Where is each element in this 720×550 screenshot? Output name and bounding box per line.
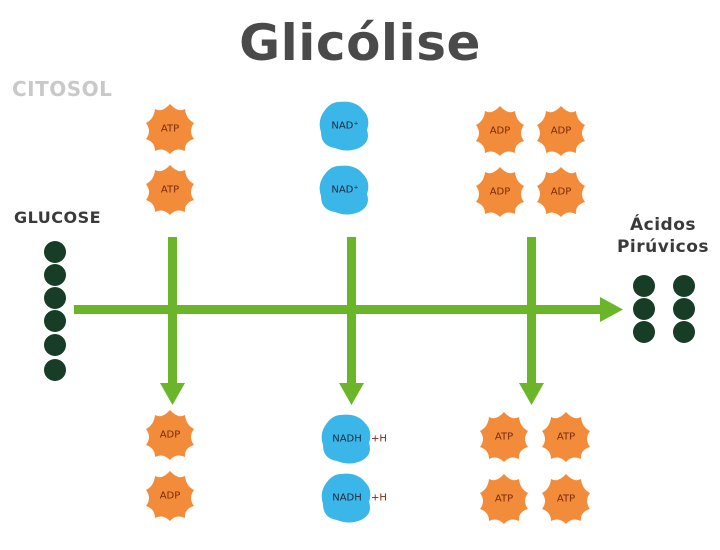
adp-blob-icon <box>537 106 585 156</box>
glucose-carbon <box>44 359 66 381</box>
molecule-label: ADP <box>490 187 511 198</box>
stage2-output-1: NADH +H <box>321 414 387 464</box>
stage2-arrow <box>339 237 364 405</box>
stage2-arrow-shaft <box>347 237 356 387</box>
molecule-label: ATP <box>161 124 179 135</box>
pyruvic-label-line-2: Pirúvicos <box>616 237 710 257</box>
molecule-label: NAD⁺ <box>331 185 358 196</box>
pyruvic-carbon <box>673 275 695 297</box>
stage3-output-2: ATP <box>542 412 590 462</box>
molecule-label: NADH <box>332 493 362 504</box>
page-title: Glicólise <box>239 14 481 72</box>
pyruvic-carbon <box>673 298 695 320</box>
nad-blob-icon <box>319 165 369 215</box>
hydrogen-label: +H <box>371 493 387 504</box>
main-arrow <box>74 297 623 322</box>
glucose-carbon <box>44 310 66 332</box>
stage1-input-2: ATP <box>146 165 194 215</box>
pyruvic-carbon <box>633 298 655 320</box>
molecule-label: ADP <box>551 126 572 137</box>
nadh-blob-icon <box>321 414 371 464</box>
atp-blob-icon <box>146 104 194 154</box>
pyruvic-chain-1 <box>633 275 655 343</box>
adp-blob-icon <box>476 106 524 156</box>
adp-blob-icon <box>146 471 194 521</box>
stage3-output-3: ATP <box>480 474 528 524</box>
atp-blob-icon <box>542 474 590 524</box>
molecule-label: ADP <box>490 126 511 137</box>
nadh-blob-icon <box>321 473 371 523</box>
atp-blob-icon <box>146 165 194 215</box>
atp-blob-icon <box>542 412 590 462</box>
stage2-arrow-head <box>339 383 364 405</box>
adp-blob-icon <box>146 410 194 460</box>
citosol-label: CITOSOL <box>12 77 113 101</box>
atp-blob-icon <box>480 412 528 462</box>
stage3-input-4: ADP <box>537 167 585 217</box>
stage1-output-2: ADP <box>146 471 194 521</box>
stage1-arrow-head <box>160 383 185 405</box>
glucose-chain <box>44 241 66 381</box>
main-arrow-head <box>600 297 623 322</box>
adp-blob-icon <box>537 167 585 217</box>
stage3-output-1: ATP <box>480 412 528 462</box>
stage2-input-1: NAD⁺ <box>319 101 369 151</box>
molecule-label: ATP <box>495 432 513 443</box>
glucose-carbon <box>44 334 66 356</box>
stage3-arrow-shaft <box>527 237 536 387</box>
pyruvic-carbon <box>633 321 655 343</box>
stage2-output-2: NADH +H <box>321 473 387 523</box>
stage3-arrow <box>519 237 544 405</box>
glucose-carbon <box>44 264 66 286</box>
molecule-label: NADH <box>332 434 362 445</box>
main-arrow-shaft <box>74 305 604 314</box>
stage3-input-1: ADP <box>476 106 524 156</box>
adp-blob-icon <box>476 167 524 217</box>
atp-blob-icon <box>480 474 528 524</box>
molecule-label: ATP <box>557 494 575 505</box>
stage3-input-3: ADP <box>476 167 524 217</box>
hydrogen-label: +H <box>371 434 387 445</box>
stage3-output-4: ATP <box>542 474 590 524</box>
stage3-arrow-head <box>519 383 544 405</box>
stage3-input-2: ADP <box>537 106 585 156</box>
pyruvic-acids-label: Ácidos Pirúvicos <box>608 214 718 258</box>
molecule-label: ATP <box>161 185 179 196</box>
molecule-label: NAD⁺ <box>331 121 358 132</box>
stage2-input-2: NAD⁺ <box>319 165 369 215</box>
pyruvic-carbon <box>633 275 655 297</box>
stage1-output-1: ADP <box>146 410 194 460</box>
glucose-carbon <box>44 287 66 309</box>
pyruvic-label-line-1: Ácidos <box>629 215 697 235</box>
molecule-label: ATP <box>557 432 575 443</box>
stage1-arrow-shaft <box>168 237 177 387</box>
stage1-arrow <box>160 237 185 405</box>
glucose-label: GLUCOSE <box>14 208 102 227</box>
pyruvic-carbon <box>673 321 695 343</box>
pyruvic-chain-2 <box>673 275 695 343</box>
molecule-label: ADP <box>160 430 181 441</box>
glucose-carbon <box>44 241 66 263</box>
stage1-input-1: ATP <box>146 104 194 154</box>
nad-blob-icon <box>319 101 369 151</box>
molecule-label: ADP <box>160 491 181 502</box>
molecule-label: ATP <box>495 494 513 505</box>
molecule-label: ADP <box>551 187 572 198</box>
